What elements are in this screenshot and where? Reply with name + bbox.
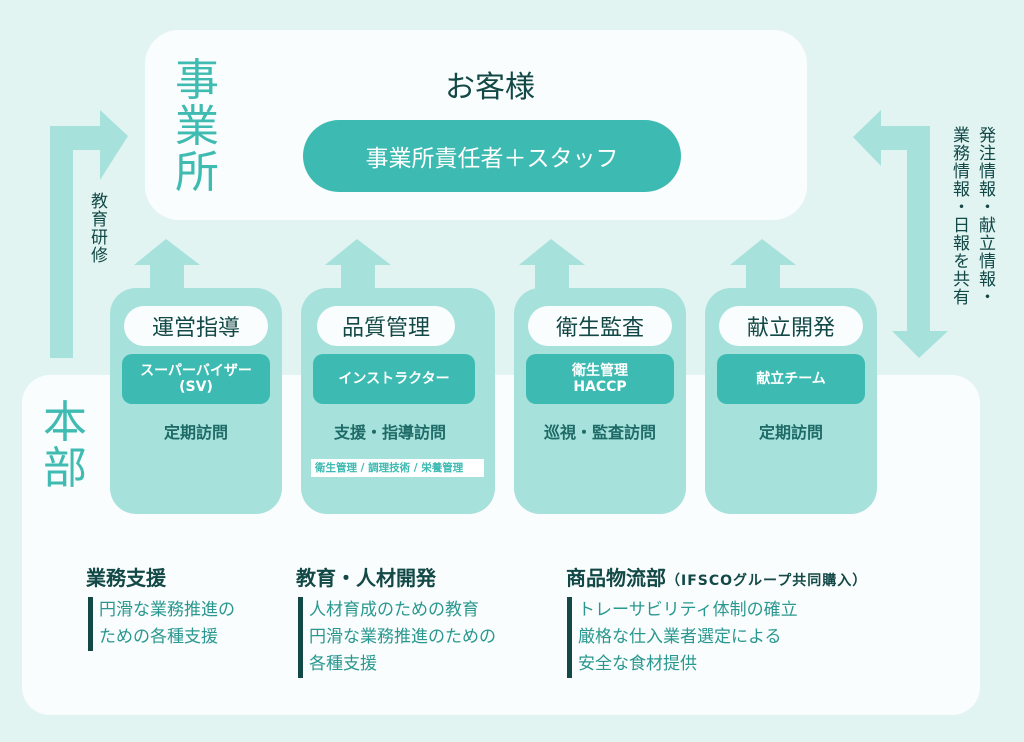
card-visit: 支援・指導訪問	[333, 423, 446, 442]
section-subtitle: （IFSCOグループ共同購入）	[666, 573, 868, 589]
section-title-main: 商品物流部	[566, 566, 666, 590]
role-line: HACCP	[573, 379, 627, 395]
section-title: 商品物流部（IFSCOグループ共同購入）	[566, 562, 867, 591]
card-tag: 衛生管理 / 調理技術 / 栄養管理	[311, 459, 484, 477]
info-share-label-2: 業務情報・日報を共有	[949, 126, 969, 306]
info-share-arrow	[853, 110, 948, 358]
card-up-arrows	[134, 239, 796, 290]
section-title: 教育・人材開発	[296, 566, 436, 590]
card-label: 運営指導	[124, 306, 268, 346]
up-arrow-3	[519, 239, 585, 290]
card-operation: 運営指導 スーパーバイザー (SV) 定期訪問	[110, 288, 282, 514]
card-label: 衛生監査	[528, 306, 672, 346]
section-title: 業務支援	[86, 566, 166, 590]
card-role: 衛生管理 HACCP	[526, 354, 674, 404]
hq-title: 本部	[43, 397, 87, 494]
section-item: 円滑な業務推進の ための各種支援	[88, 597, 235, 651]
section-item: 円滑な業務推進のための 各種支援	[298, 624, 496, 678]
role-line: 衛生管理	[572, 363, 628, 379]
card-hygiene: 衛生監査 衛生管理 HACCP 巡視・監査訪問	[514, 288, 686, 514]
card-label: 献立開発	[719, 306, 863, 346]
card-visit: 巡視・監査訪問	[543, 423, 656, 442]
role-line: インストラクター	[338, 371, 450, 387]
card-role: インストラクター	[313, 354, 475, 404]
section-item: トレーサビリティ体制の確立	[567, 597, 798, 624]
card-visit: 定期訪問	[163, 423, 228, 442]
card-menu: 献立開発 献立チーム 定期訪問	[705, 288, 877, 514]
role-line: 献立チーム	[756, 371, 826, 387]
up-arrow-2	[325, 239, 391, 290]
card-visit: 定期訪問	[758, 423, 823, 442]
training-arrow	[50, 110, 128, 358]
staff-badge: 事業所責任者＋スタッフ	[303, 120, 681, 192]
info-share-label-1: 発注情報・献立情報・	[975, 126, 995, 306]
training-label: 教育研修	[87, 192, 107, 264]
section-item: 厳格な仕入業者選定による 安全な食材提供	[567, 624, 782, 678]
customer-label: お客様	[445, 70, 535, 105]
role-line: スーパーバイザー	[140, 363, 252, 379]
card-role: スーパーバイザー (SV)	[122, 354, 270, 404]
up-arrow-1	[134, 239, 200, 290]
card-label: 品質管理	[317, 306, 455, 346]
card-quality: 品質管理 インストラクター 支援・指導訪問 衛生管理 / 調理技術 / 栄養管理	[301, 288, 495, 514]
role-line: (SV)	[179, 379, 213, 395]
up-arrow-4	[730, 239, 796, 290]
section-item: 人材育成のための教育	[298, 597, 479, 624]
office-title: 事業所	[175, 55, 219, 198]
card-role: 献立チーム	[717, 354, 865, 404]
